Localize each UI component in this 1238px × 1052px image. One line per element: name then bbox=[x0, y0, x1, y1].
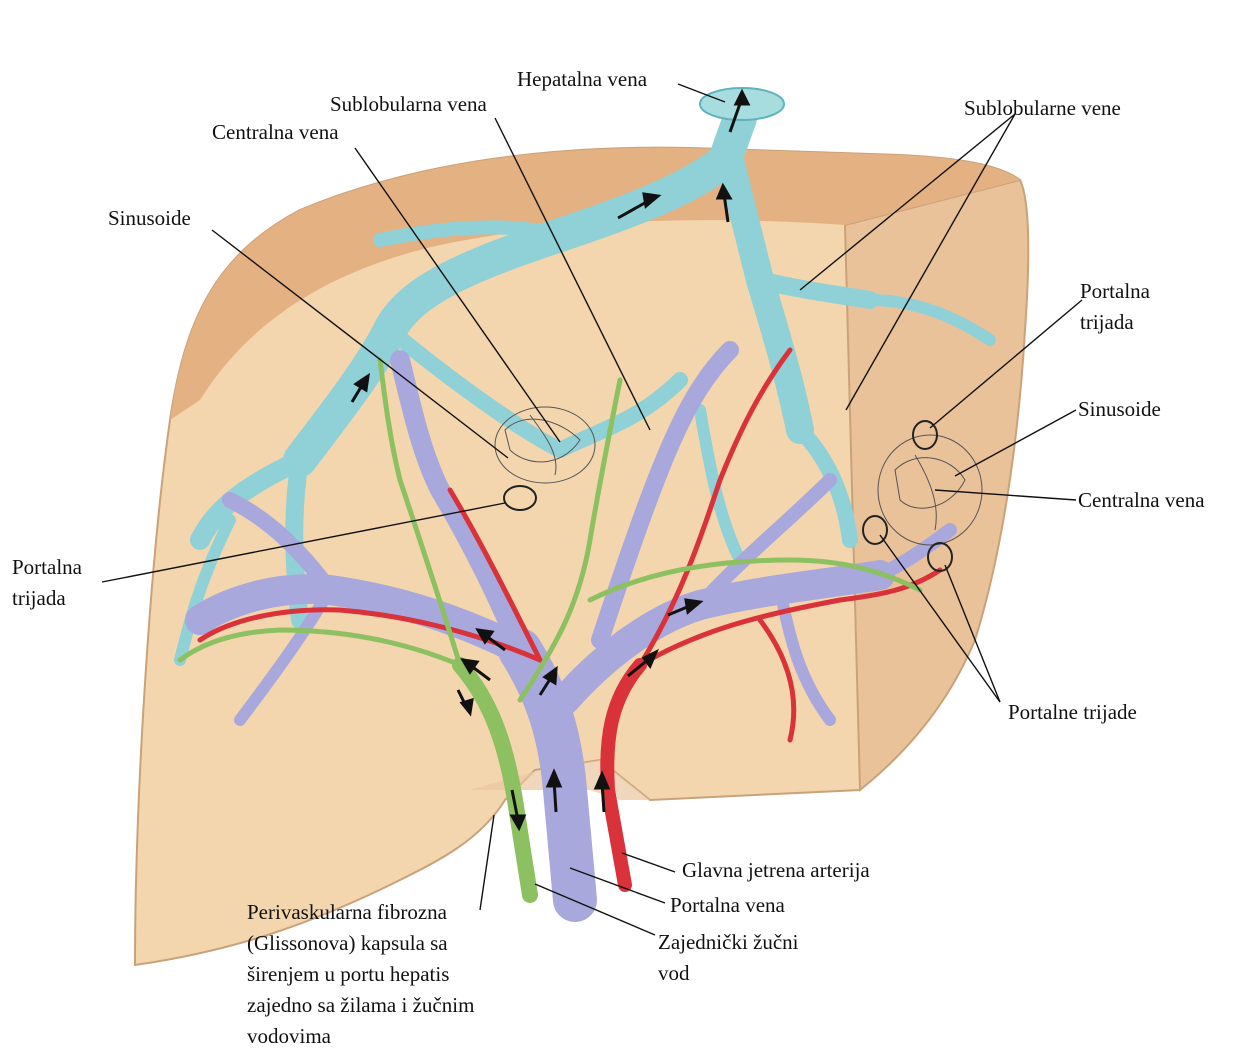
label-centralna-vena-right: Centralna vena bbox=[1078, 485, 1205, 516]
label-portalna-trijada-right: Portalna trijada bbox=[1080, 276, 1150, 338]
label-sublobularne-vene: Sublobularne vene bbox=[964, 93, 1121, 124]
label-line: Perivaskularna fibrozna bbox=[247, 897, 474, 928]
label-centralna-vena-top: Centralna vena bbox=[212, 117, 339, 148]
label-line: Portalna bbox=[12, 552, 82, 583]
label-line: širenjem u portu hepatis bbox=[247, 959, 474, 990]
label-line: Portalna bbox=[1080, 276, 1150, 307]
label-line: zajedno sa žilama i žučnim bbox=[247, 990, 474, 1021]
liver-right-side bbox=[845, 180, 1028, 790]
label-zajednicki-zucni-vod: Zajednički žučni vod bbox=[658, 927, 799, 989]
label-sublobularna-vena: Sublobularna vena bbox=[330, 89, 487, 120]
label-line: vod bbox=[658, 958, 799, 989]
label-portalna-vena: Portalna vena bbox=[670, 890, 785, 921]
label-line: (Glissonova) kapsula sa bbox=[247, 928, 474, 959]
label-line: vodovima bbox=[247, 1021, 474, 1052]
label-line: trijada bbox=[12, 583, 82, 614]
label-perivaskularna-kapsula: Perivaskularna fibrozna (Glissonova) kap… bbox=[247, 897, 474, 1052]
label-sinusoide-left: Sinusoide bbox=[108, 203, 191, 234]
label-line: trijada bbox=[1080, 307, 1150, 338]
label-hepatalna-vena: Hepatalna vena bbox=[517, 64, 647, 95]
label-glavna-jetrena-arterija: Glavna jetrena arterija bbox=[682, 855, 870, 886]
label-portalne-trijade: Portalne trijade bbox=[1008, 697, 1137, 728]
label-portalna-trijada-left: Portalna trijada bbox=[12, 552, 82, 614]
label-line: Zajednički žučni bbox=[658, 927, 799, 958]
label-sinusoide-right: Sinusoide bbox=[1078, 394, 1161, 425]
